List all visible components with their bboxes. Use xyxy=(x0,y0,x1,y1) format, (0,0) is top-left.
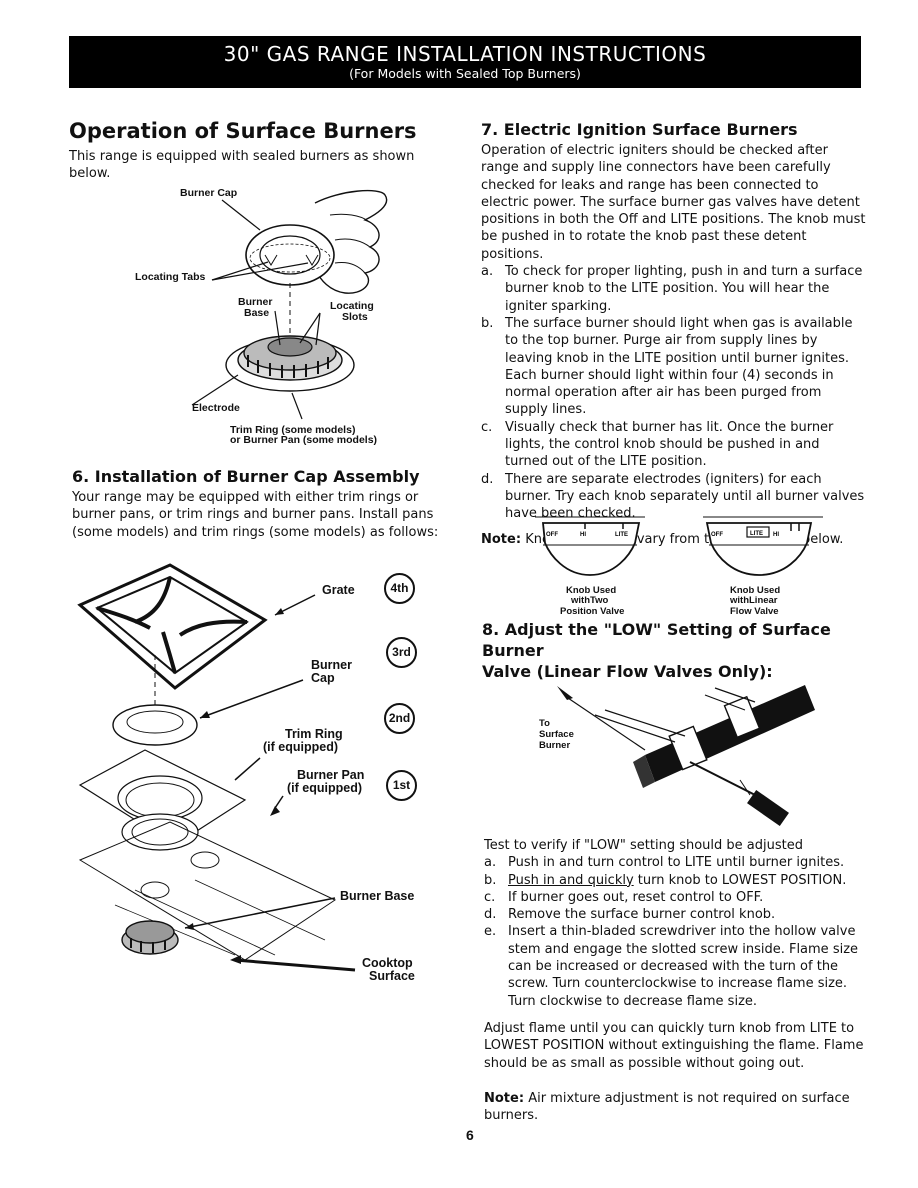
knob-two-position-illustration: OFF HI LITE xyxy=(535,516,645,576)
list-item: c.Visually check that burner has lit. On… xyxy=(481,419,834,470)
label-trim-ring: Trim Ring (some models) xyxy=(230,424,356,436)
test-steps: Test to verify if "LOW" setting should b… xyxy=(484,837,869,1124)
list-item: a.Push in and turn control to LITE until… xyxy=(484,855,845,871)
list-item: d.Remove the surface burner control knob… xyxy=(484,907,776,923)
valve-screwdriver-illustration xyxy=(557,685,815,827)
label-burner-cap: Burner Cap xyxy=(180,187,238,199)
knob2-caption-2: withLinear xyxy=(730,595,778,606)
banner-subtitle: (For Models with Sealed Top Burners) xyxy=(349,66,581,81)
label-locating-tabs: Locating Tabs xyxy=(135,271,206,283)
svg-text:HI: HI xyxy=(773,532,779,538)
section-7-text: Operation of electric igniters should be… xyxy=(481,143,866,262)
page-number: 6 xyxy=(466,1127,474,1143)
figure-sealed-burner: Burner Cap Locating Tabs Burner Base Loc… xyxy=(130,185,420,450)
label-burner-base-2: Base xyxy=(244,307,270,319)
label-electrode: Electrode xyxy=(192,402,240,414)
section-heading-operation: Operation of Surface Burners xyxy=(69,119,417,143)
section-6-text: Your range may be equipped with either t… xyxy=(72,490,439,540)
test-list: a.Push in and turn control to LITE until… xyxy=(484,854,869,1010)
order-badge-4th: 4th xyxy=(384,573,415,604)
valve-label-surface: Surface xyxy=(539,729,574,740)
label-burner-cap-2a: Burner xyxy=(311,658,352,672)
section-8: 8. Adjust the "LOW" Setting of Surface B… xyxy=(482,619,872,682)
air-mixture-note: Note: Air mixture adjustment is not requ… xyxy=(484,1090,850,1124)
knob1-caption-3: Position Valve xyxy=(560,606,625,617)
operation-intro: This range is equipped with sealed burne… xyxy=(69,149,415,182)
label-cooktop-1: Cooktop xyxy=(362,956,413,970)
svg-text:LITE: LITE xyxy=(750,531,763,537)
valve-label-burner: Burner xyxy=(539,740,571,751)
knob1-caption-2: withTwo xyxy=(571,595,609,606)
knob-linear-flow-illustration: OFF LITE HI xyxy=(703,516,823,576)
label-locating-slots-1: Locating xyxy=(330,300,374,312)
right-column: 7. Electric Ignition Surface Burners Ope… xyxy=(481,119,866,548)
figure-cap-assembly: Grate Burner Cap Trim Ring (if equipped)… xyxy=(75,560,435,990)
label-locating-slots-2: Slots xyxy=(342,311,368,323)
label-grate: Grate xyxy=(322,583,355,597)
svg-text:OFF: OFF xyxy=(711,532,723,538)
section-8-heading-1: 8. Adjust the "LOW" Setting of Surface B… xyxy=(482,620,831,660)
knob1-caption-1: Knob Used xyxy=(566,585,617,596)
list-item: e.Insert a thin-bladed screwdriver into … xyxy=(484,924,859,1009)
label-burner-pan: or Burner Pan (some models) xyxy=(230,434,378,446)
section-8-heading-2: Valve (Linear Flow Valves Only): xyxy=(482,662,773,681)
section-7-list: a.To check for proper lighting, push in … xyxy=(481,263,866,522)
label-burner-base-1: Burner xyxy=(238,296,273,308)
svg-text:LITE: LITE xyxy=(615,532,628,538)
label-burner-base-2: Burner Base xyxy=(340,889,415,903)
section-6: 6. Installation of Burner Cap Assembly Y… xyxy=(72,466,460,541)
knob2-caption-1: Knob Used xyxy=(730,585,781,596)
header-banner: 30" GAS RANGE INSTALLATION INSTRUCTIONS … xyxy=(69,36,861,88)
label-burner-cap-2b: Cap xyxy=(311,671,335,685)
section-7-heading: 7. Electric Ignition Surface Burners xyxy=(481,120,798,139)
list-item: b.Push in and quickly turn knob to LOWES… xyxy=(484,872,847,888)
label-trim-ring-2b: (if equipped) xyxy=(263,740,338,754)
banner-title: 30" GAS RANGE INSTALLATION INSTRUCTIONS xyxy=(223,42,707,66)
left-column: Operation of Surface Burners This range … xyxy=(69,118,459,183)
list-item: a.To check for proper lighting, push in … xyxy=(481,264,863,314)
knob2-caption-3: Flow Valve xyxy=(730,606,779,617)
cap-assembly-illustration xyxy=(77,563,356,972)
order-badge-3rd: 3rd xyxy=(386,637,417,668)
valve-label-to: To xyxy=(539,718,550,729)
svg-text:HI: HI xyxy=(580,532,586,538)
list-item: b.The surface burner should light when g… xyxy=(481,315,853,418)
label-burner-pan-2a: Burner Pan xyxy=(297,768,365,782)
svg-text:OFF: OFF xyxy=(546,532,558,538)
test-intro: Test to verify if "LOW" setting should b… xyxy=(484,838,803,853)
label-burner-pan-2b: (if equipped) xyxy=(287,781,362,795)
adjust-text: Adjust flame until you can quickly turn … xyxy=(484,1020,864,1071)
list-item: c.If burner goes out, reset control to O… xyxy=(484,889,764,905)
figure-valve: To Surface Burner xyxy=(535,670,825,840)
order-badge-1st: 1st xyxy=(386,770,417,801)
order-badge-2nd: 2nd xyxy=(384,703,415,734)
label-trim-ring-2a: Trim Ring xyxy=(285,727,343,741)
knob-figure: OFF HI LITE OFF LITE HI Knob Used withTw… xyxy=(535,515,825,620)
section-6-heading: 6. Installation of Burner Cap Assembly xyxy=(72,467,420,486)
sealed-burner-illustration xyxy=(191,189,388,420)
label-cooktop-2: Surface xyxy=(369,969,415,983)
